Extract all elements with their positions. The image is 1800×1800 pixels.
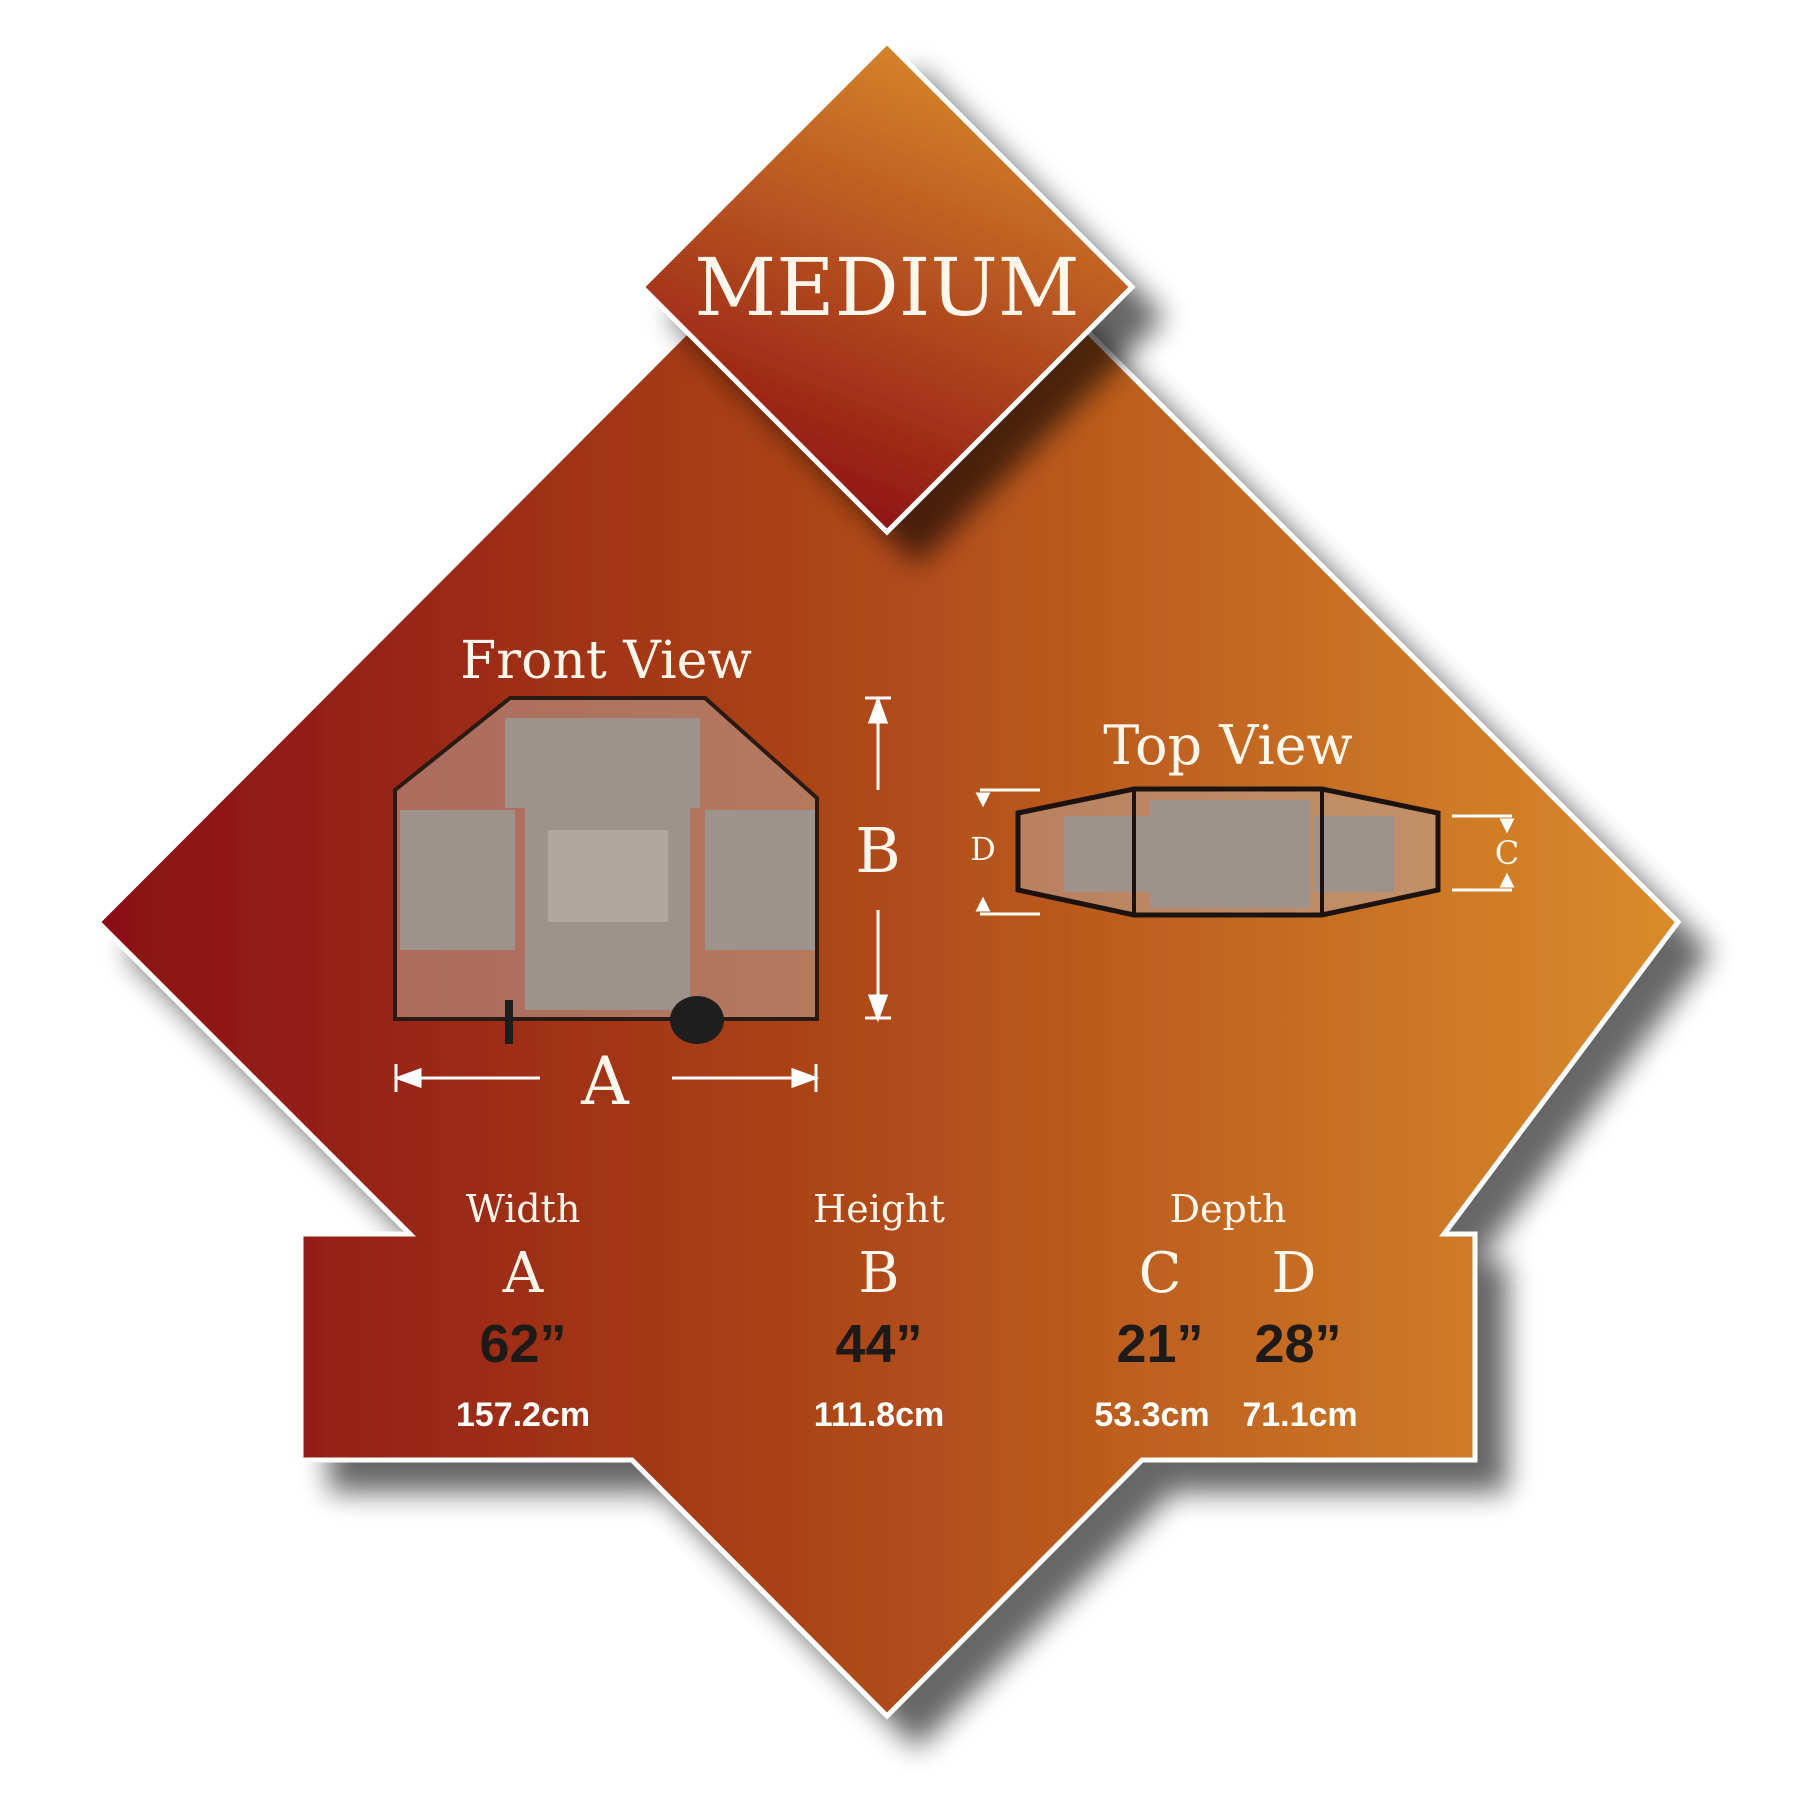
depth-d-cm: 71.1cm	[1242, 1396, 1357, 1434]
depth-c-inches: 21”	[1116, 1314, 1203, 1374]
size-title: MEDIUM	[694, 241, 1079, 334]
depth-c-letter: C	[1139, 1241, 1182, 1306]
grill-front-illustration	[393, 696, 819, 1044]
front-label-b: B	[855, 814, 901, 887]
top-label-d: D	[970, 830, 996, 868]
width-header: Width	[466, 1187, 581, 1231]
depth-d-bracket	[975, 788, 1040, 916]
top-view-title: Top View	[1103, 714, 1353, 777]
main-panel	[94, 127, 1682, 1720]
height-header: Height	[813, 1187, 945, 1231]
front-view-title: Front View	[460, 631, 752, 691]
depth-d-inches: 28”	[1254, 1314, 1341, 1374]
height-arrow	[865, 695, 891, 1023]
width-cm: 157.2cm	[456, 1396, 590, 1434]
depth-c-bracket	[1452, 814, 1515, 892]
depth-c-cm: 53.3cm	[1094, 1396, 1209, 1434]
width-arrow	[393, 1064, 820, 1092]
grill-top-illustration	[1015, 786, 1441, 918]
width-letter: A	[502, 1241, 544, 1306]
width-inches: 62”	[479, 1314, 566, 1374]
dimensions-table: Width A 62” 157.2cm Height B 44” 111.8cm…	[456, 1187, 1358, 1434]
depth-header: Depth	[1169, 1187, 1286, 1231]
height-inches: 44”	[835, 1314, 922, 1374]
depth-d-letter: D	[1272, 1241, 1317, 1306]
height-letter: B	[858, 1241, 899, 1306]
front-label-a: A	[580, 1043, 630, 1120]
size-badge	[638, 38, 1136, 536]
height-cm: 111.8cm	[814, 1396, 944, 1434]
top-label-c: C	[1495, 834, 1519, 872]
